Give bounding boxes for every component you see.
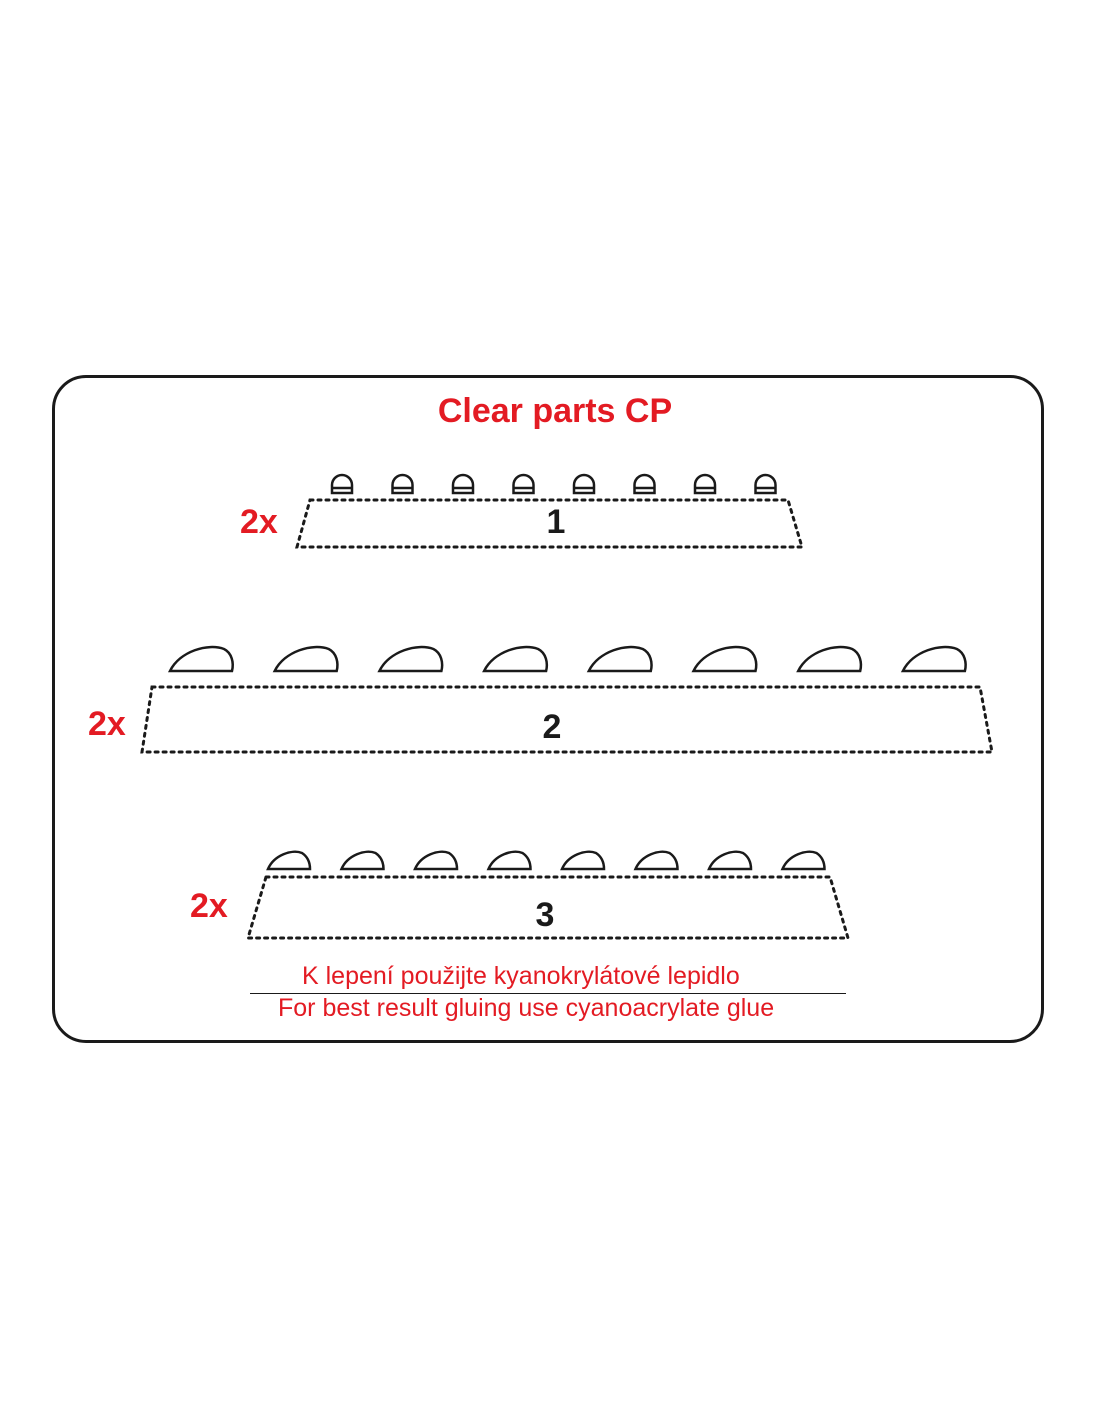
part-3-canopy-icon (633, 850, 679, 871)
part-3-canopies (266, 850, 826, 871)
part-3-canopy-icon (413, 850, 459, 871)
part-3-number: 3 (536, 896, 555, 934)
part-2-number: 2 (543, 708, 562, 746)
part-2-canopy-icon (900, 645, 967, 673)
part-1-dome-icon (330, 473, 354, 495)
part-3-canopy-icon (486, 850, 532, 871)
part-1-quantity: 2x (240, 503, 278, 541)
part-3-canopy-icon (780, 850, 826, 871)
glue-note-czech: K lepení použijte kyanokrylátové lepidlo (302, 962, 740, 990)
part-1-number: 1 (547, 503, 566, 541)
part-3-canopy-icon (560, 850, 606, 871)
part-1-dome-icon (754, 473, 777, 495)
part-3-canopy-icon (707, 850, 753, 871)
part-2-quantity: 2x (88, 705, 126, 743)
part-2-canopy-icon (691, 645, 758, 673)
part-2-canopy-icon (272, 645, 339, 673)
part-1-dome-icon (512, 473, 535, 495)
part-2-canopy-icon (167, 645, 234, 673)
part-2-canopies (167, 645, 967, 673)
part-1-domes (330, 473, 777, 495)
part-3-quantity: 2x (190, 887, 228, 925)
part-2-frame (140, 685, 994, 754)
part-1-dome-icon (391, 473, 414, 495)
part-1-dome-icon (633, 473, 656, 495)
part-2-canopy-icon (796, 645, 863, 673)
glue-note-english: For best result gluing use cyanoacrylate… (278, 994, 775, 1022)
part-1-dome-icon (693, 473, 717, 495)
part-3-frame (245, 875, 851, 940)
diagram-title: Clear parts CP (437, 392, 673, 430)
part-2-canopy-icon (586, 645, 653, 673)
part-3-canopy-icon (266, 850, 312, 871)
part-1-dome-icon (572, 473, 596, 495)
part-1-frame (295, 498, 805, 549)
part-2-canopy-icon (377, 645, 444, 673)
note-divider (250, 993, 846, 994)
instruction-panel (52, 375, 1044, 1043)
part-2-canopy-icon (482, 645, 549, 673)
part-3-canopy-icon (339, 850, 385, 871)
part-1-dome-icon (451, 473, 475, 495)
